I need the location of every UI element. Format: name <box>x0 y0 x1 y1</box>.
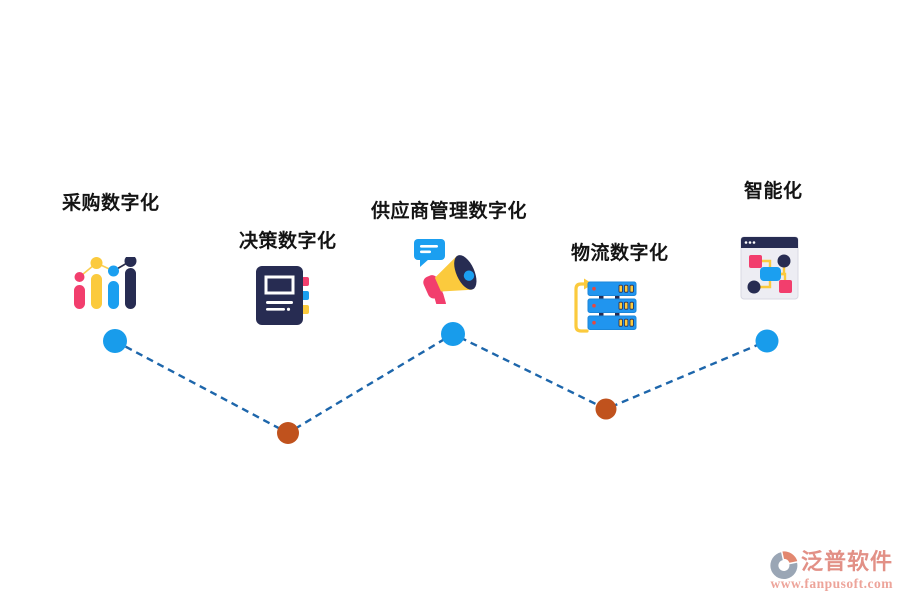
watermark-brand: 泛普软件 <box>800 549 893 574</box>
node-label-logistics: 物流数字化 <box>571 243 669 264</box>
milestone-dot-3 <box>441 322 465 346</box>
megaphone-icon <box>414 239 477 304</box>
browser-flowchart-icon <box>740 236 799 300</box>
node-label-decision: 决策数字化 <box>239 231 337 252</box>
dashed-line <box>114 332 768 435</box>
bar-chart-icon <box>74 257 137 309</box>
watermark: 泛普软件 www.fanpusoft.com <box>768 544 893 592</box>
node-label-intelligence: 智能化 <box>744 181 803 202</box>
notebook-icon <box>256 266 309 325</box>
milestone-dot-2 <box>277 422 299 444</box>
node-label-procurement: 采购数字化 <box>62 193 160 214</box>
server-stack-icon <box>574 278 637 333</box>
milestone-dot-4 <box>595 398 617 420</box>
milestone-dot-1 <box>103 329 127 353</box>
milestone-dot-5 <box>755 329 779 353</box>
watermark-url: www.fanpusoft.com <box>770 576 893 591</box>
node-label-supplier: 供应商管理数字化 <box>371 201 528 222</box>
fanpu-logo-icon <box>770 551 798 580</box>
